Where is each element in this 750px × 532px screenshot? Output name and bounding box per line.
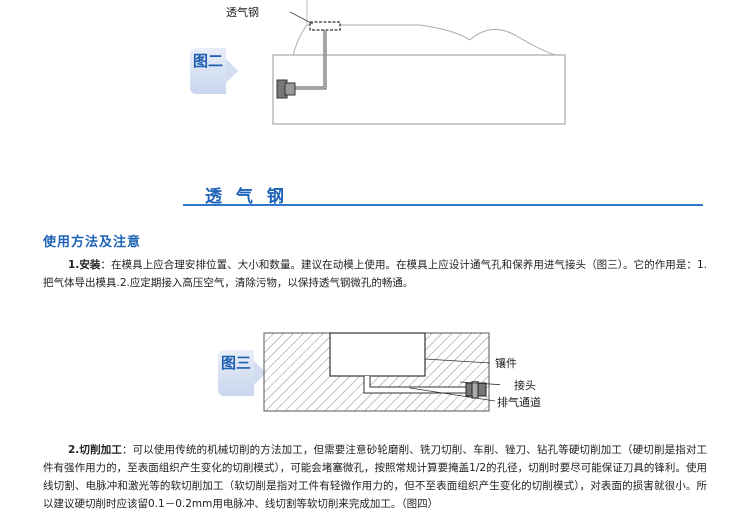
figure-2-diagram: [272, 0, 566, 125]
section-heading: 使用方法及注意: [43, 235, 142, 250]
figure-2-tab: 图二: [190, 48, 238, 94]
paragraph-cutting-text: ：可以使用传统的机械切削的方法加工，但需要注意砂轮磨削、铣刀切削、车削、锉刀、钻…: [43, 444, 708, 510]
figure-3-tab-label: 图三: [220, 354, 251, 372]
label-connector: 接头: [514, 379, 536, 392]
title-divider: [183, 204, 703, 206]
figure-3-diagram: [263, 332, 490, 412]
vent-steel-callout: 透气钢: [226, 6, 259, 19]
paragraph-cutting-lead: 2.切削加工: [68, 444, 122, 456]
connector-icon: [465, 381, 487, 399]
figure-3-tab: 图三: [218, 350, 266, 396]
page-title: 透 气 钢: [205, 187, 288, 207]
paragraph-installation: 1.安装：在模具上应合理安排位置、大小和数量。建议在动模上使用。在模具上应设计通…: [43, 256, 707, 292]
figure-2-tab-label: 图二: [192, 52, 223, 70]
label-vent-channel: 排气通道: [497, 396, 541, 409]
label-insert: 镶件: [495, 357, 517, 370]
figure-3-leaders: [409, 358, 500, 402]
paragraph-cutting: 2.切削加工：可以使用传统的机械切削的方法加工，但需要注意砂轮磨削、铣刀切削、车…: [43, 441, 707, 513]
paragraph-installation-lead: 1.安装: [68, 259, 101, 271]
paragraph-installation-text: ：在模具上应合理安排位置、大小和数量。建议在动模上使用。在模具上应设计通气孔和保…: [43, 259, 707, 289]
